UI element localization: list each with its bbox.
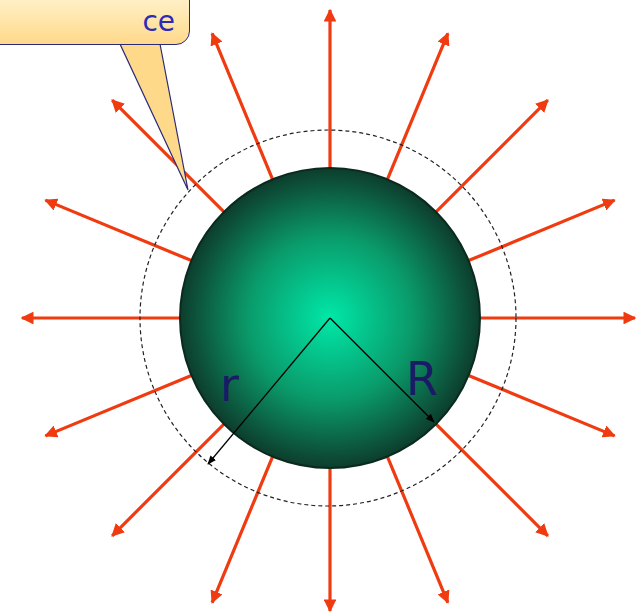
- field-arrow: [469, 375, 615, 435]
- field-arrow: [328, 468, 331, 611]
- field-arrow: [212, 457, 272, 603]
- callout-box: ce: [0, 0, 190, 45]
- field-arrow: [480, 316, 635, 319]
- radius-label: r: [220, 362, 239, 408]
- callout-pointer: [120, 44, 188, 190]
- field-arrow: [436, 100, 548, 212]
- radius-label: R: [406, 356, 438, 402]
- field-arrow: [45, 200, 191, 260]
- gaussian-surface: [140, 130, 516, 506]
- field-arrow: [212, 33, 272, 179]
- charged-sphere: [180, 168, 480, 468]
- field-arrow: [112, 424, 224, 536]
- field-arrow: [45, 375, 191, 435]
- field-arrow: [436, 424, 548, 536]
- radius-line: [208, 318, 330, 464]
- field-lines: [22, 10, 635, 611]
- field-arrow: [387, 33, 447, 179]
- field-arrow: [22, 316, 180, 319]
- field-arrow: [469, 200, 615, 260]
- field-arrow: [328, 10, 331, 168]
- field-arrow: [387, 457, 447, 603]
- callout-text: ce: [142, 5, 175, 38]
